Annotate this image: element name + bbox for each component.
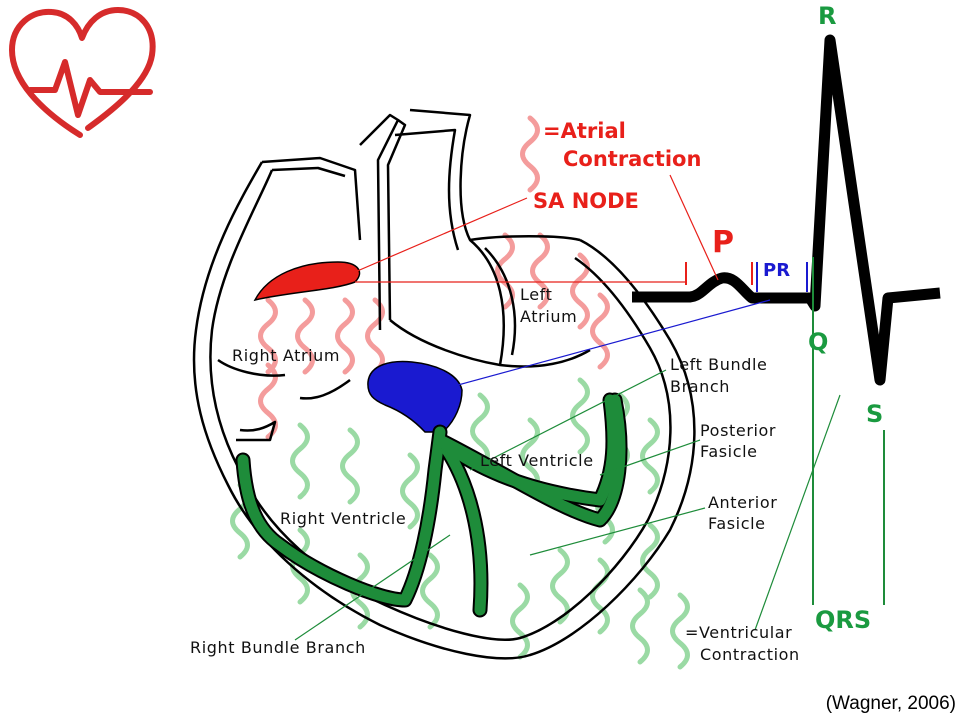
ecg-trace bbox=[632, 34, 941, 386]
label-sa-node: SA NODE bbox=[533, 189, 639, 213]
heart-outline bbox=[192, 108, 696, 660]
label-right-ventricle: Right Ventricle bbox=[280, 509, 406, 528]
label-qrs: QRS bbox=[815, 606, 871, 634]
label-posterior-2: Fasicle bbox=[700, 442, 758, 461]
label-ventricular-1: =Ventricular bbox=[685, 623, 792, 642]
sa-node bbox=[253, 261, 361, 302]
label-left-bundle-2: Branch bbox=[670, 377, 730, 396]
label-r: R bbox=[818, 2, 836, 30]
label-left-atrium-2: Atrium bbox=[520, 307, 577, 326]
label-left-atrium-1: Left bbox=[520, 285, 553, 304]
label-right-atrium: Right Atrium bbox=[232, 346, 340, 365]
diagram-labels: R P PR Q S QRS =Atrial Contraction SA NO… bbox=[190, 2, 883, 664]
label-ventricular-2: Contraction bbox=[700, 645, 800, 664]
label-atrial-1: =Atrial bbox=[543, 119, 626, 143]
label-anterior-2: Fasicle bbox=[708, 514, 766, 533]
label-s: S bbox=[866, 400, 883, 428]
label-q: Q bbox=[808, 328, 828, 356]
label-left-bundle-1: Left Bundle bbox=[670, 355, 768, 374]
label-left-ventricle: Left Ventricle bbox=[480, 451, 594, 470]
label-anterior-1: Anterior bbox=[708, 493, 777, 512]
av-node bbox=[367, 360, 463, 433]
citation: (Wagner, 2006) bbox=[825, 693, 956, 714]
label-right-bundle: Right Bundle Branch bbox=[190, 638, 366, 657]
label-p: P bbox=[712, 225, 734, 260]
connector-lines bbox=[294, 174, 841, 641]
ecg-markers bbox=[685, 257, 885, 605]
label-atrial-2: Contraction bbox=[563, 147, 701, 171]
label-pr: PR bbox=[763, 260, 790, 281]
label-posterior-1: Posterior bbox=[700, 421, 776, 440]
heart-ecg-logo-icon bbox=[9, 7, 156, 138]
bundle-branches bbox=[235, 392, 628, 618]
